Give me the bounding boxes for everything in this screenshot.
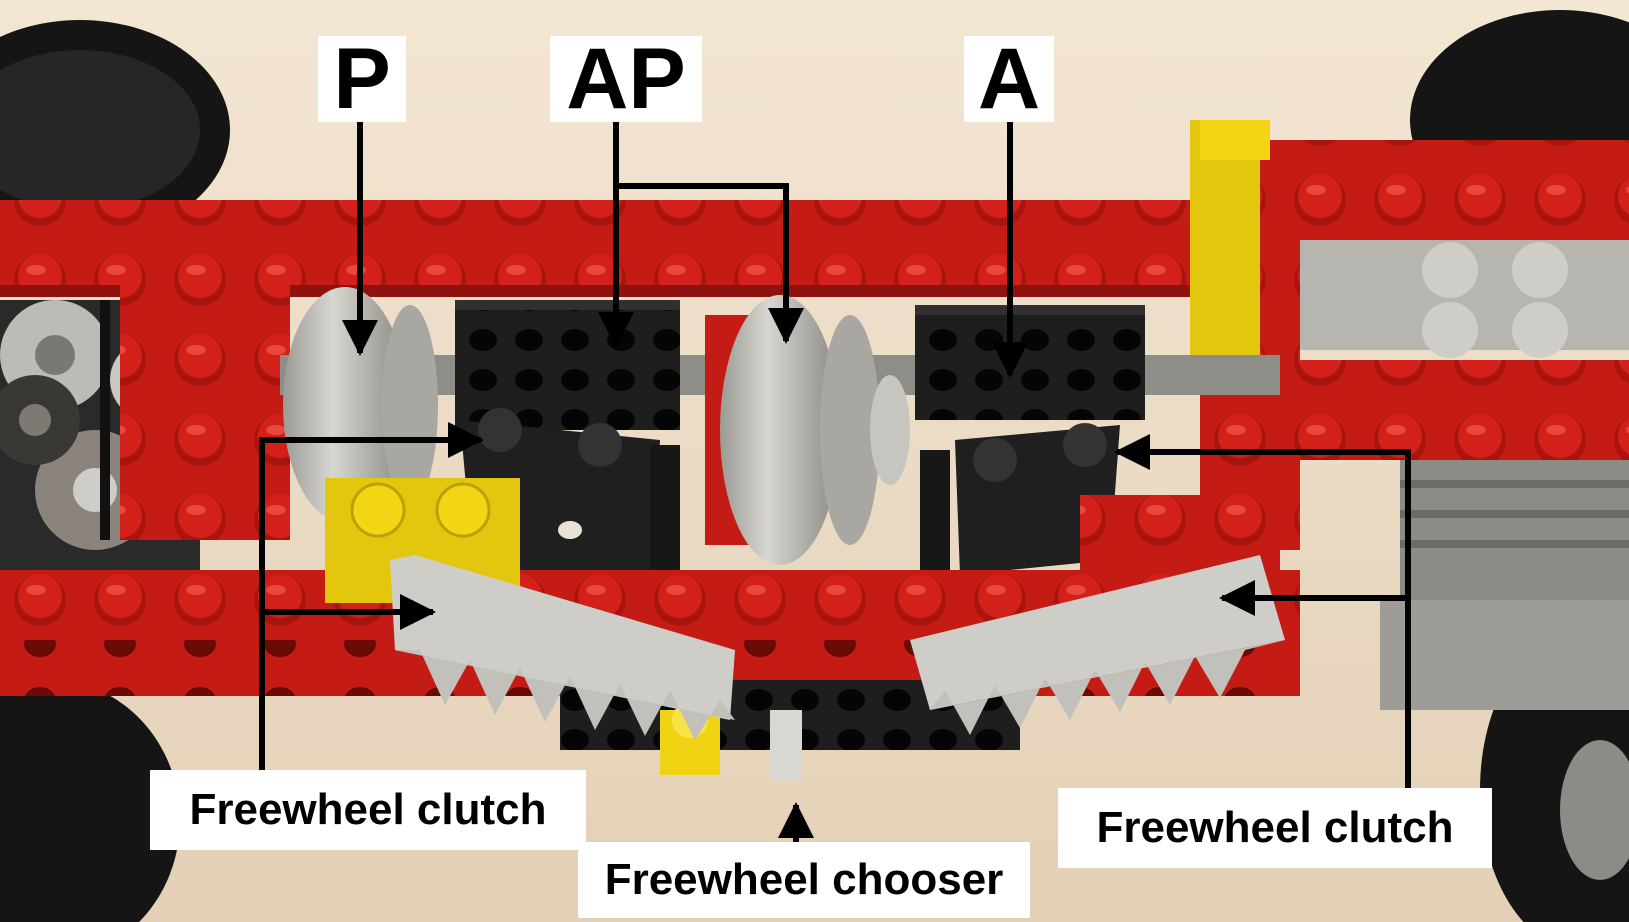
black-beam-ap: [455, 300, 680, 430]
arrow-ap-right: [613, 183, 804, 344]
dark-gear-left: [0, 375, 80, 465]
arrow-fc-right-upper: [1114, 434, 1411, 791]
ratchet-rack-left: [390, 555, 735, 740]
ratchet-rack-right: [910, 555, 1285, 735]
label-freewheel-clutch-right: Freewheel clutch: [1058, 788, 1492, 868]
yellow-upright: [1190, 120, 1270, 380]
label-freewheel-chooser: Freewheel chooser: [578, 842, 1030, 918]
clutch-plate-right: [920, 423, 1120, 610]
tire-top-left: [0, 20, 230, 240]
label-ap: AP: [550, 36, 702, 122]
label-a: A: [964, 36, 1054, 122]
gear-disc-ap: [705, 295, 910, 565]
black-beam-a: [915, 305, 1145, 420]
label-p: P: [318, 36, 406, 122]
arrow-fc-left-upper: [259, 422, 484, 773]
label-freewheel-clutch-left: Freewheel clutch: [150, 770, 586, 850]
left-red-pillar: [120, 200, 290, 540]
tire-bottom-left: [0, 680, 180, 922]
